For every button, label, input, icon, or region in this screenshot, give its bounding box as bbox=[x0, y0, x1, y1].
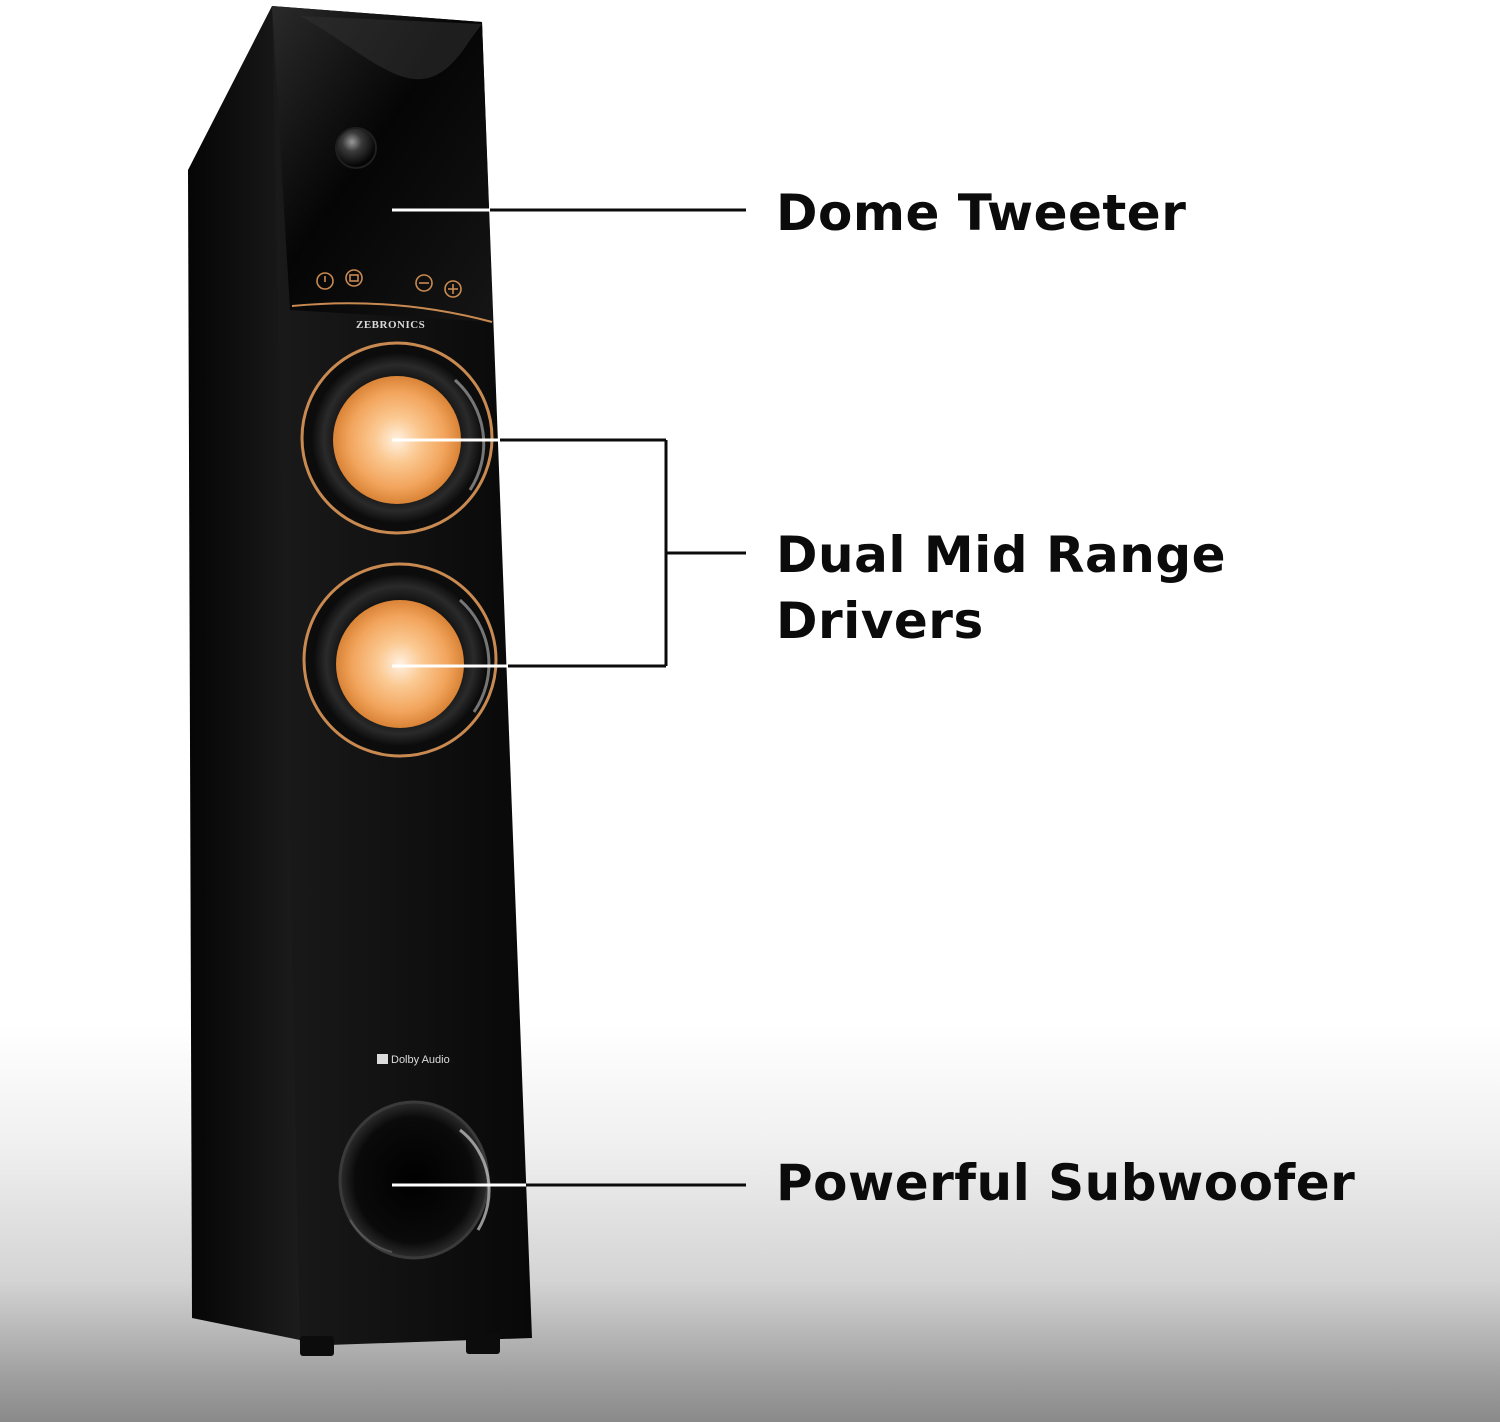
subwoofer-port bbox=[338, 1100, 491, 1260]
subwoofer-label: Powerful Subwoofer bbox=[776, 1154, 1356, 1212]
speaker-foot-left bbox=[300, 1336, 334, 1356]
volume-down-icon[interactable] bbox=[415, 274, 433, 292]
speaker-glossy-top-panel bbox=[272, 6, 493, 322]
control-buttons bbox=[316, 269, 462, 298]
input-icon[interactable] bbox=[345, 269, 363, 287]
dome-tweeter-label: Dome Tweeter bbox=[776, 184, 1187, 242]
dolby-logo-mark bbox=[377, 1054, 388, 1064]
dolby-audio-badge: Dolby Audio bbox=[391, 1054, 450, 1066]
gloss-reflection bbox=[300, 16, 482, 80]
mid-range-driver-upper bbox=[300, 341, 494, 535]
mid-range-label-line2: Drivers bbox=[776, 592, 984, 650]
mid-range-driver-lower bbox=[302, 562, 498, 758]
speaker-side-panel bbox=[188, 6, 300, 1340]
brand-logo: ZEBRONICS bbox=[356, 319, 425, 331]
callout-lines bbox=[392, 208, 746, 1187]
speaker-foot-right bbox=[466, 1334, 500, 1354]
volume-up-icon[interactable] bbox=[444, 280, 462, 298]
power-icon[interactable] bbox=[316, 272, 334, 290]
gold-trim bbox=[291, 302, 493, 323]
mid-range-label-line1: Dual Mid Range bbox=[776, 526, 1227, 584]
dome-tweeter bbox=[335, 127, 377, 169]
mid-range-label: Dual Mid Range Drivers bbox=[776, 522, 1226, 654]
